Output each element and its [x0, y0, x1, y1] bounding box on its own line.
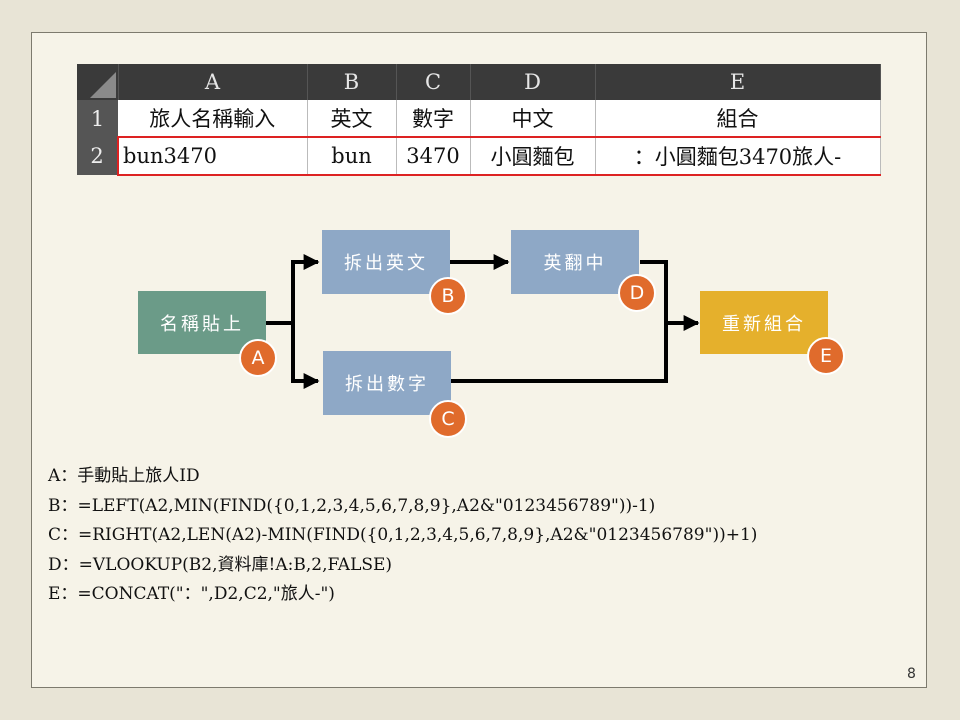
cell-c1[interactable]: 數字	[396, 100, 471, 138]
node-digits: 拆出數字	[323, 351, 451, 415]
column-header-b[interactable]: B	[307, 64, 397, 100]
connector-digits-to-join	[451, 323, 668, 383]
cell-e2[interactable]: ：小圓麵包3470旅人-	[595, 137, 881, 176]
node-translate-label: 英翻中	[543, 253, 607, 274]
badge-a: A	[239, 339, 277, 377]
table-row: 2 bun3470 bun 3470 小圓麵包 ：小圓麵包3470旅人-	[77, 137, 881, 176]
node-digits-label: 拆出數字	[345, 374, 429, 395]
cell-b1[interactable]: 英文	[307, 100, 397, 138]
formula-b: B：=LEFT(A2,MIN(FIND({0,1,2,3,4,5,6,7,8,9…	[48, 495, 656, 516]
node-combine: 重新組合	[700, 291, 828, 354]
column-header-d[interactable]: D	[470, 64, 596, 100]
cell-d1[interactable]: 中文	[470, 100, 596, 138]
arrow-paste-to-english	[266, 254, 320, 325]
cell-b2[interactable]: bun	[307, 137, 397, 176]
node-translate: 英翻中	[511, 230, 639, 294]
table-row: 1 旅人名稱輸入 英文 數字 中文 組合	[77, 100, 881, 138]
formula-list: A：手動貼上旅人ID B：=LEFT(A2,MIN(FIND({0,1,2,3,…	[48, 462, 757, 610]
cell-a1[interactable]: 旅人名稱輸入	[118, 100, 308, 138]
connector-translate-to-join	[640, 260, 668, 323]
column-header-a[interactable]: A	[118, 64, 308, 100]
spreadsheet: A B C D E 1 旅人名稱輸入 英文 數字 中文 組合 2 bun3470…	[77, 64, 881, 176]
cell-a2[interactable]: bun3470	[117, 137, 308, 176]
cell-c2[interactable]: 3470	[396, 137, 471, 176]
node-english-label: 拆出英文	[344, 253, 428, 274]
row-header-1[interactable]: 1	[77, 100, 118, 137]
node-combine-label: 重新組合	[722, 313, 806, 335]
cell-d2[interactable]: 小圓麵包	[470, 137, 596, 176]
badge-c: C	[429, 400, 467, 438]
badge-d: D	[618, 274, 656, 312]
node-english: 拆出英文	[322, 230, 450, 294]
arrow-paste-to-digits	[291, 323, 320, 389]
column-header-e[interactable]: E	[595, 64, 881, 100]
cell-e1[interactable]: 組合	[595, 100, 881, 138]
badge-b: B	[429, 277, 467, 315]
page-number: 8	[907, 666, 916, 682]
column-header-row: A B C D E	[77, 64, 881, 100]
node-paste-label: 名稱貼上	[160, 313, 244, 335]
formula-d: D：=VLOOKUP(B2,資料庫!A:B,2,FALSE)	[48, 554, 393, 575]
formula-a: A：手動貼上旅人ID	[48, 466, 200, 486]
badge-e: E	[807, 337, 845, 375]
row-header-2[interactable]: 2	[77, 137, 118, 175]
column-header-c[interactable]: C	[396, 64, 471, 100]
formula-c: C：=RIGHT(A2,LEN(A2)-MIN(FIND({0,1,2,3,4,…	[48, 525, 758, 545]
formula-e: E：=CONCAT("：",D2,C2,"旅人-")	[48, 584, 335, 604]
select-all-corner[interactable]	[77, 64, 119, 100]
